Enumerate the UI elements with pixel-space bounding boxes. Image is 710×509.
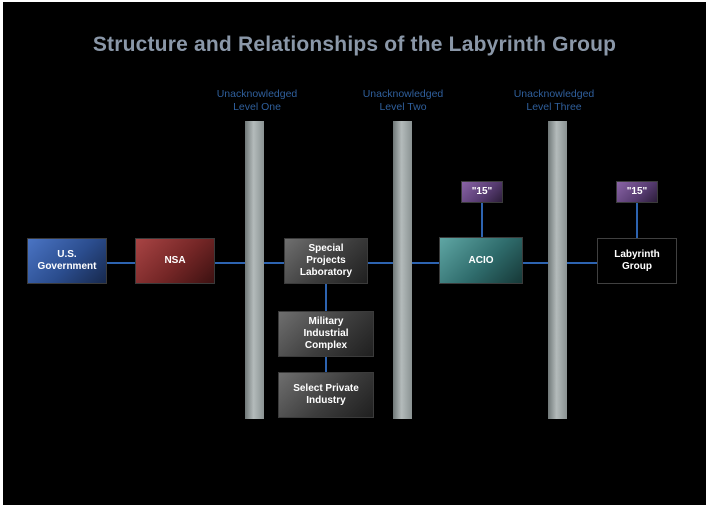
labyrinth-group-label: Labyrinth Group	[614, 249, 660, 272]
military-industrial-label: Military Industrial Complex	[303, 316, 349, 351]
acio-node: ACIO	[439, 237, 523, 284]
level-three-label-line2: Level Three	[526, 101, 582, 113]
acio-count-label: "15"	[471, 186, 493, 197]
level-one-label: Unacknowledged Level One	[182, 88, 332, 114]
select-private-label: Select Private Industry	[293, 383, 359, 406]
nsa-label: NSA	[164, 255, 186, 266]
level-one-barrier	[245, 121, 264, 419]
select-private-node: Select Private Industry	[278, 372, 374, 418]
labyrinth-count-connector	[636, 203, 638, 239]
acio-label: ACIO	[468, 254, 494, 266]
labyrinth-count-badge: "15"	[616, 181, 658, 203]
diagram-title: Structure and Relationships of the Labyr…	[92, 33, 617, 56]
level-one-label-line1: Unacknowledged	[216, 88, 298, 100]
us-government-label: U.S. Government	[37, 249, 97, 272]
level-two-label-line1: Unacknowledged	[362, 88, 444, 100]
labyrinth-count-label: "15"	[626, 186, 648, 197]
labyrinth-group-node: Labyrinth Group	[597, 238, 677, 284]
level-two-label: Unacknowledged Level Two	[328, 88, 478, 114]
diagram-canvas: Structure and Relationships of the Labyr…	[3, 2, 706, 505]
special-projects-label: Special Projects Laboratory	[299, 243, 353, 278]
level-three-barrier	[548, 121, 567, 419]
military-industrial-node: Military Industrial Complex	[278, 311, 374, 357]
level-three-label: Unacknowledged Level Three	[479, 88, 629, 114]
level-three-label-line1: Unacknowledged	[513, 88, 595, 100]
special-projects-node: Special Projects Laboratory	[284, 238, 368, 284]
level-two-label-line2: Level Two	[379, 101, 427, 113]
level-two-barrier	[393, 121, 412, 419]
nsa-node: NSA	[135, 238, 215, 284]
level-one-label-line2: Level One	[233, 101, 281, 113]
acio-count-badge: "15"	[461, 181, 503, 203]
us-government-node: U.S. Government	[27, 238, 107, 284]
acio-count-connector	[481, 203, 483, 239]
